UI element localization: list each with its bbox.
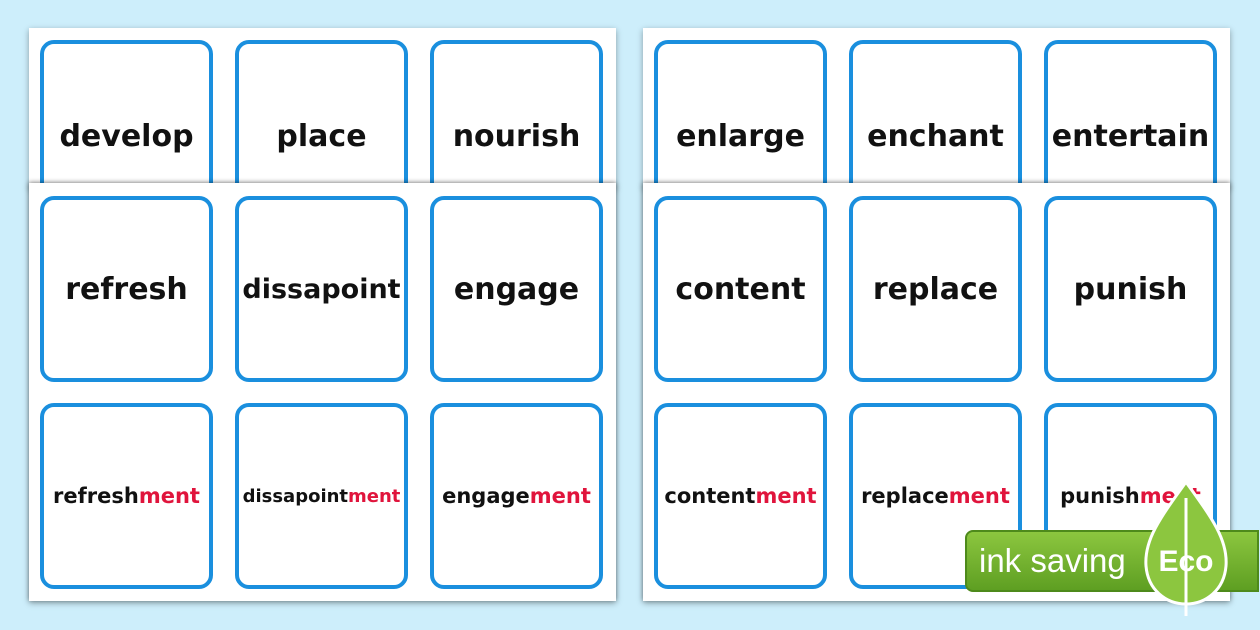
suffix-text: ment <box>755 484 817 508</box>
word-card: punish <box>1044 196 1217 382</box>
word-card: content <box>654 196 827 382</box>
right-back-sheet: enlarge enchant entertain <box>643 28 1230 188</box>
ink-saving-label: ink saving <box>979 542 1126 579</box>
card-word: enlarge <box>676 119 805 154</box>
card-word: develop <box>59 119 194 154</box>
base-word: dissapoint <box>242 485 349 507</box>
card-word: enchant <box>867 119 1004 154</box>
leaf-icon <box>1144 479 1228 616</box>
word-card: develop <box>40 40 213 188</box>
base-word: content <box>664 484 756 508</box>
left-back-sheet: develop place nourish <box>29 28 616 188</box>
word-card: place <box>235 40 408 188</box>
base-word: replace <box>861 484 949 508</box>
card-word: engage <box>453 271 580 307</box>
card-word: replace <box>872 271 999 307</box>
word-card: dissapoint <box>235 196 408 382</box>
base-word: refresh <box>53 484 139 508</box>
card-word: refresh <box>65 271 188 307</box>
word-card: enlarge <box>654 40 827 188</box>
word-card: engage <box>430 196 603 382</box>
eco-word: Eco <box>1158 545 1214 578</box>
base-word: punish <box>1060 484 1140 508</box>
word-card: replace <box>849 196 1022 382</box>
word-card: enchant <box>849 40 1022 188</box>
word-card: nourish <box>430 40 603 188</box>
base-word: engage <box>442 484 530 508</box>
word-card: entertain <box>1044 40 1217 188</box>
card-word: nourish <box>452 119 581 154</box>
card-word: content <box>675 271 806 307</box>
card-word: punish <box>1073 271 1188 307</box>
suffix-text: ment <box>348 485 401 507</box>
card-word: entertain <box>1051 119 1210 154</box>
card-word: dissapoint <box>242 273 401 305</box>
card-word: place <box>276 119 367 154</box>
suffix-text: ment <box>529 484 591 508</box>
suffix-text: ment <box>948 484 1010 508</box>
suffix-text: ment <box>138 484 200 508</box>
word-card: refresh <box>40 196 213 382</box>
